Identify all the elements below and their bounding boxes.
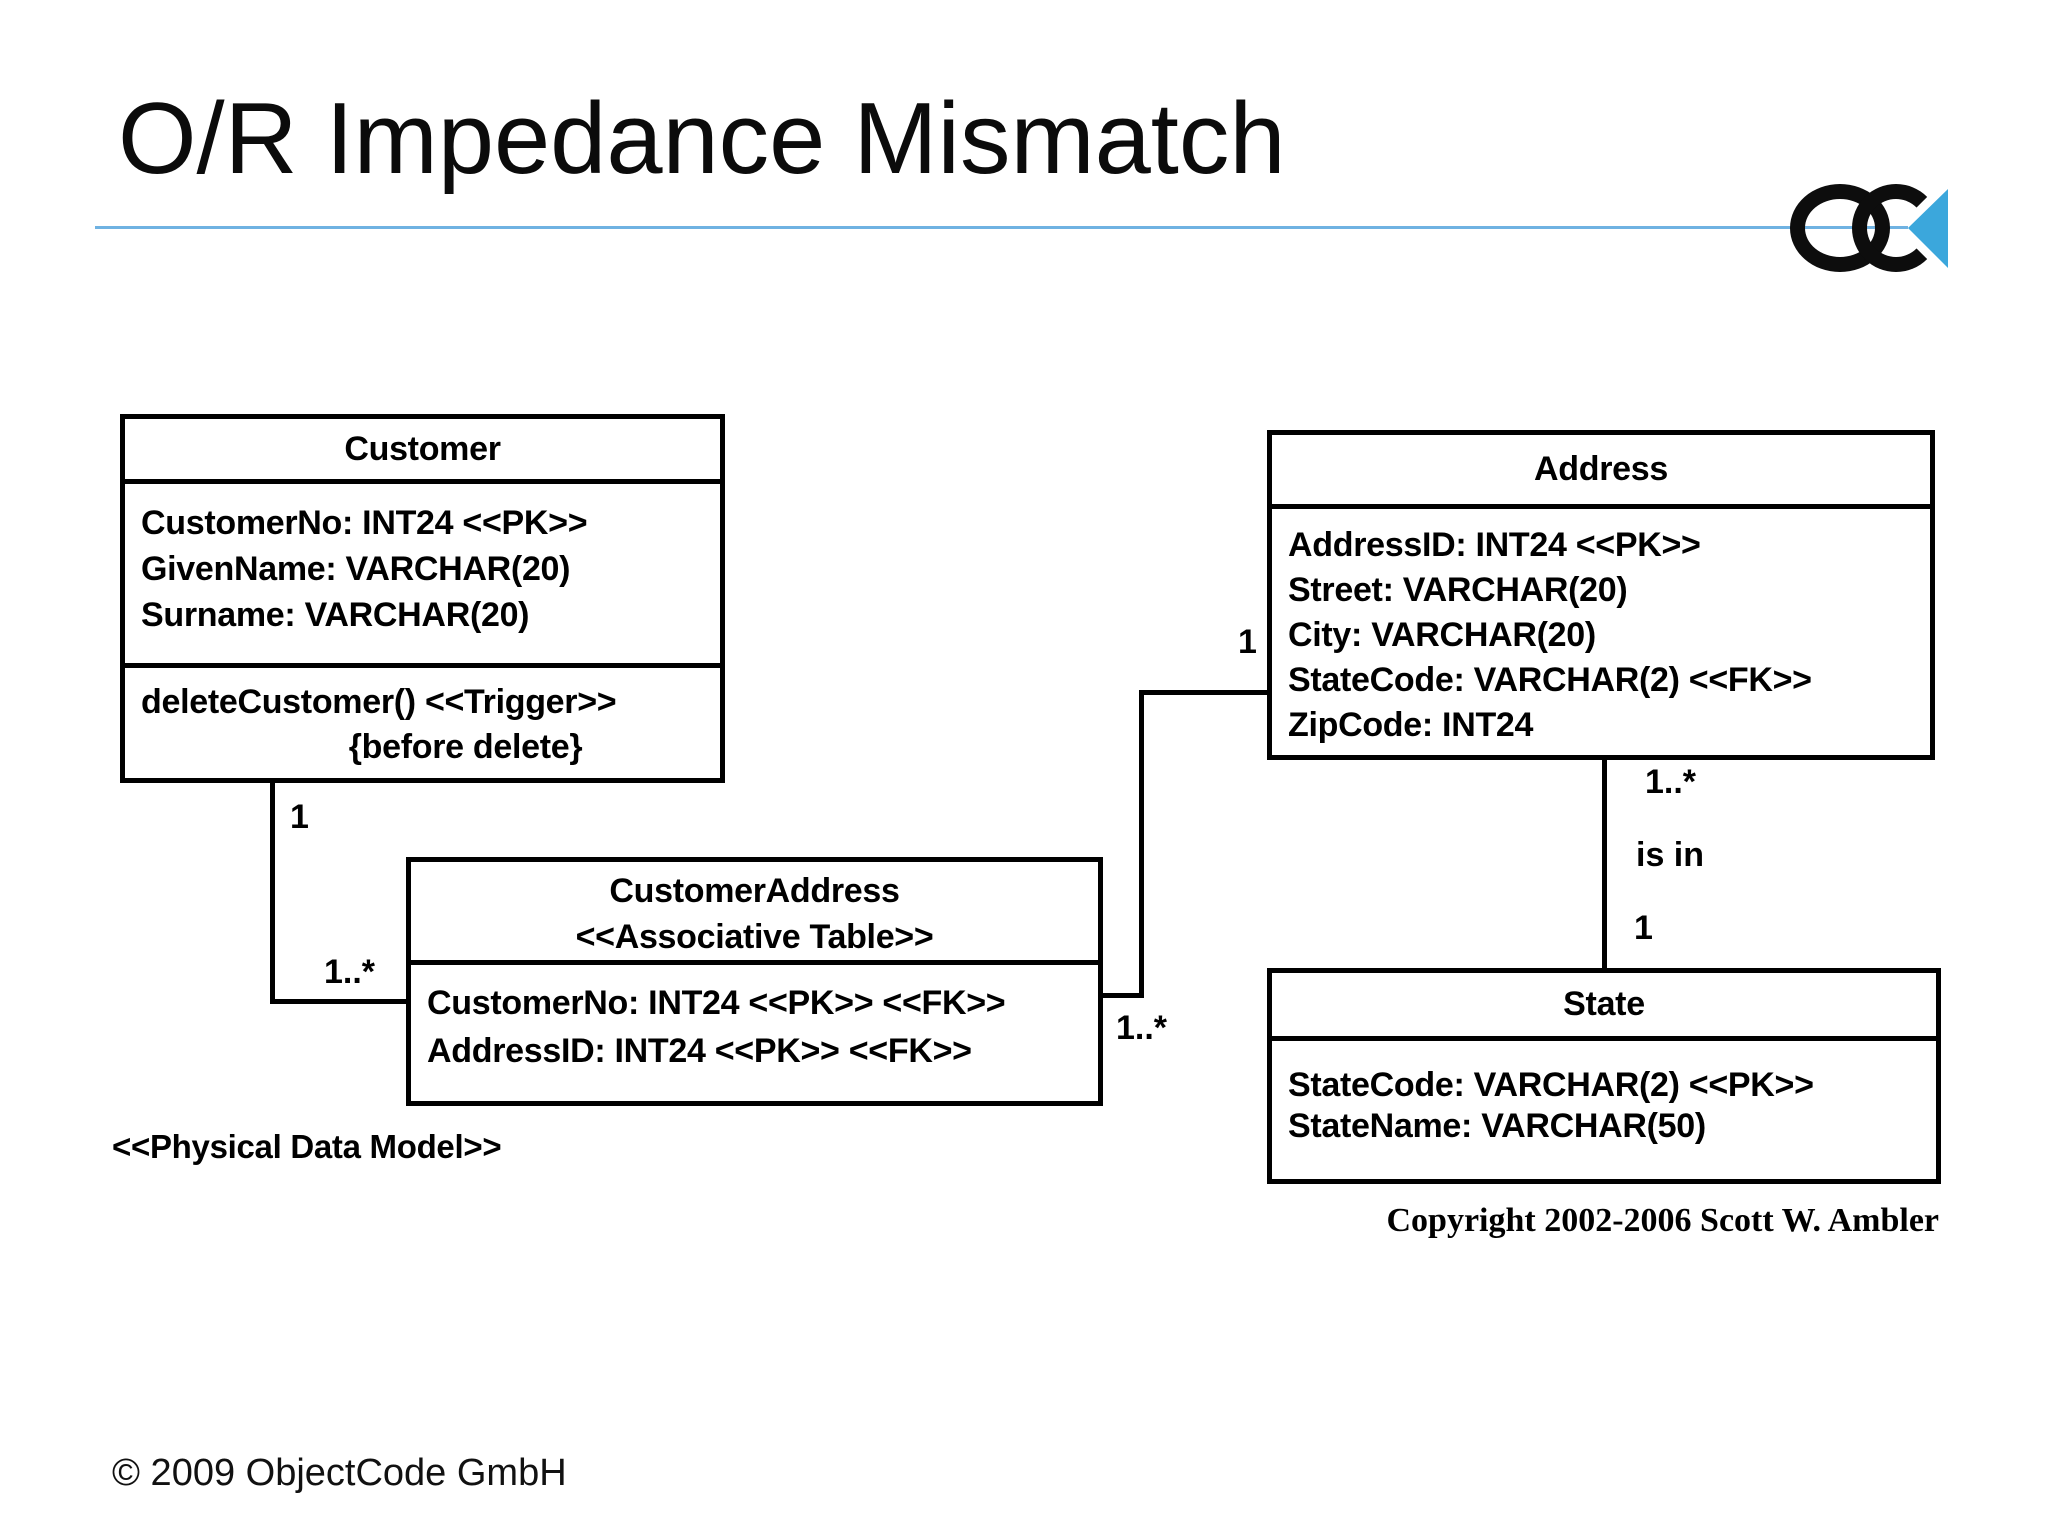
header-rule <box>95 226 1908 229</box>
connector-customeraddress-address-vertical <box>1139 690 1144 998</box>
connector-customer-customeraddress-horizontal <box>270 999 411 1004</box>
entity-customer-operations: deleteCustomer() <<Trigger>> {before del… <box>125 663 720 770</box>
connector-customer-customeraddress-vertical <box>270 783 275 1004</box>
multiplicity-customeraddress-end: 1..* <box>1116 1009 1168 1047</box>
attribute-row: StateCode: VARCHAR(2) <<FK>> <box>1288 661 1812 699</box>
operation-constraint: {before delete} <box>348 728 583 766</box>
multiplicity-address-end: 1 <box>1238 623 1257 661</box>
attribute-row: AddressID: INT24 <<PK>> <<FK>> <box>427 1032 972 1070</box>
connector-customeraddress-address-horizontal <box>1139 690 1272 695</box>
entity-customer: Customer CustomerNo: INT24 <<PK>> GivenN… <box>120 414 725 783</box>
diagram-copyright: Copyright 2002-2006 Scott W. Ambler <box>1386 1202 1940 1239</box>
page-title: O/R Impedance Mismatch <box>118 83 1286 195</box>
entity-state-attributes: StateCode: VARCHAR(2) <<PK>> StateName: … <box>1272 1041 1936 1147</box>
attribute-row: Street: VARCHAR(20) <box>1288 571 1628 609</box>
entity-customer-title: Customer <box>125 419 720 484</box>
multiplicity-address-end: 1..* <box>1645 763 1697 801</box>
attribute-row: StateName: VARCHAR(50) <box>1288 1107 1706 1145</box>
entity-address-title: Address <box>1272 435 1930 509</box>
operation-row: deleteCustomer() <<Trigger>> <box>141 683 617 721</box>
logo-triangle-icon <box>1908 189 1948 268</box>
physical-data-model-note: <<Physical Data Model>> <box>112 1128 502 1165</box>
attribute-row: AddressID: INT24 <<PK>> <box>1288 526 1701 564</box>
multiplicity-customer-end: 1 <box>290 798 309 836</box>
attribute-row: CustomerNo: INT24 <<PK>> <box>141 504 588 542</box>
connector-customeraddress-address-stub <box>1098 993 1144 998</box>
entity-address: Address AddressID: INT24 <<PK>> Street: … <box>1267 430 1935 760</box>
entity-state-title: State <box>1272 973 1936 1041</box>
entity-customeraddress-stereotype: <<Associative Table>> <box>575 918 934 956</box>
entity-customeraddress-title: CustomerAddress <<Associative Table>> <box>411 862 1098 965</box>
attribute-row: ZipCode: INT24 <box>1288 706 1534 744</box>
slide-footer-copyright: © 2009 ObjectCode GmbH <box>112 1452 567 1494</box>
attribute-row: Surname: VARCHAR(20) <box>141 596 530 634</box>
entity-customeraddress-name: CustomerAddress <box>609 872 900 910</box>
multiplicity-state-end: 1 <box>1634 909 1653 947</box>
association-name: is in <box>1636 836 1705 874</box>
entity-state: State StateCode: VARCHAR(2) <<PK>> State… <box>1267 968 1941 1184</box>
attribute-row: GivenName: VARCHAR(20) <box>141 550 571 588</box>
attribute-row: StateCode: VARCHAR(2) <<PK>> <box>1288 1066 1814 1104</box>
connector-address-state-vertical <box>1602 760 1607 970</box>
entity-customeraddress-attributes: CustomerNo: INT24 <<PK>> <<FK>> AddressI… <box>411 965 1098 1075</box>
entity-customeraddress: CustomerAddress <<Associative Table>> Cu… <box>406 857 1103 1106</box>
attribute-row: CustomerNo: INT24 <<PK>> <<FK>> <box>427 984 1006 1022</box>
entity-address-attributes: AddressID: INT24 <<PK>> Street: VARCHAR(… <box>1272 509 1930 748</box>
entity-customer-attributes: CustomerNo: INT24 <<PK>> GivenName: VARC… <box>125 484 720 663</box>
multiplicity-customeraddress-end: 1..* <box>324 953 376 991</box>
attribute-row: City: VARCHAR(20) <box>1288 616 1596 654</box>
